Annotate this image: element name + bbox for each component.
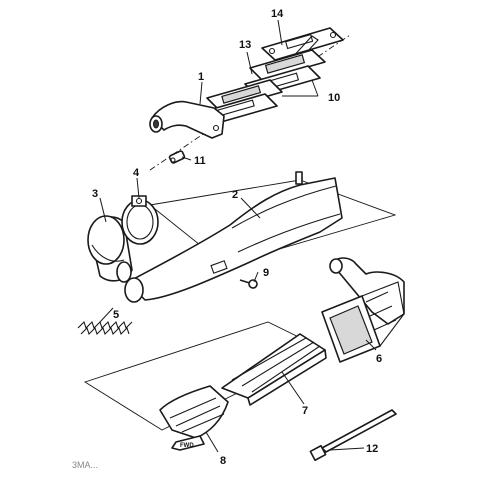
part-14-gasket-plate: [261, 27, 344, 65]
part-8-intake-plate: [159, 385, 229, 439]
callout-12: 12: [366, 443, 378, 455]
callout-1: 1: [198, 71, 204, 83]
callout-8: 8: [220, 455, 226, 467]
forward-arrow: FWD: [171, 435, 205, 451]
part-5-spring: [77, 320, 133, 336]
part-7-grate: [221, 333, 327, 406]
part-12-cable-tie: [309, 409, 397, 462]
callout-5: 5: [113, 309, 119, 321]
callout-4: 4: [133, 167, 140, 179]
callout-labels: 1 2 3 4 5 6 7 8 9 10 11 12 13 14: [92, 8, 382, 467]
callout-6: 6: [376, 353, 382, 365]
callout-7: 7: [302, 405, 308, 417]
forward-arrow-label: FWD: [180, 443, 194, 449]
callout-3: 3: [92, 188, 98, 200]
part-3-rubber-boot: [87, 215, 133, 283]
part-6-muffler-box: [321, 257, 405, 363]
callout-10: 10: [328, 92, 340, 104]
part-11-clip: [168, 150, 186, 164]
callout-9: 9: [263, 267, 269, 279]
callout-11: 11: [194, 155, 206, 167]
part-2-duct: [124, 171, 343, 303]
callout-14: 14: [271, 8, 284, 20]
callout-13: 13: [239, 39, 251, 51]
part-1-intake-elbow: [149, 100, 225, 139]
leader-lines: [99, 19, 377, 453]
footer-code: 3MA...: [72, 460, 98, 470]
part-9-bolt: [239, 279, 258, 289]
part-4-hose-clamp: [121, 195, 159, 245]
callout-2: 2: [232, 189, 238, 201]
